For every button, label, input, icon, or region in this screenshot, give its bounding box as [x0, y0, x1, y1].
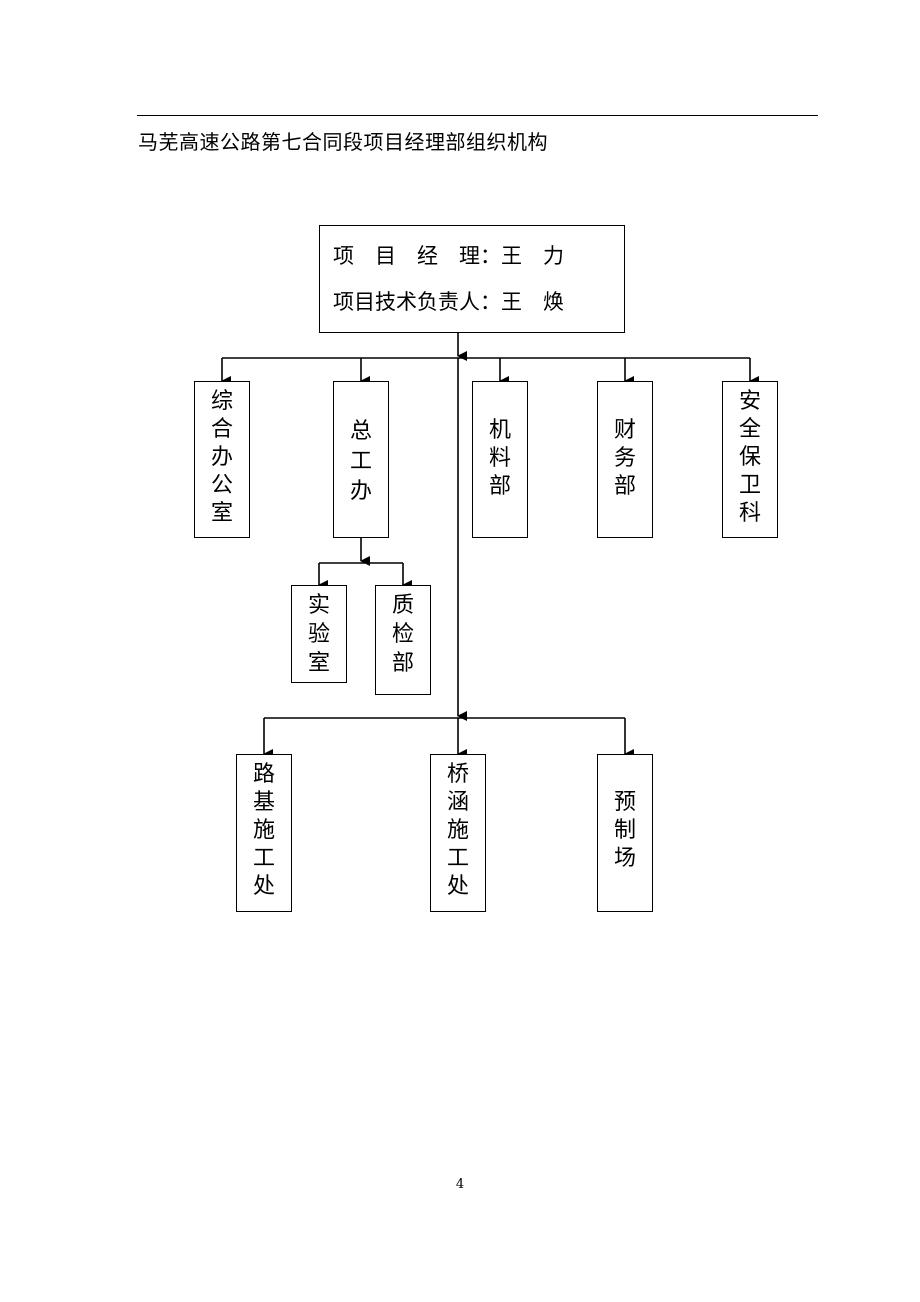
construction-box-prefab: 预 制 场	[597, 754, 653, 912]
technical-lead-line: 项目技术负责人：王 焕	[333, 290, 564, 314]
department-label-finance: 财 务 部	[613, 418, 636, 499]
construction-label-prefab: 预 制 场	[613, 790, 636, 871]
document-title: 马芜高速公路第七合同段项目经理部组织机构	[138, 130, 548, 154]
department-box-security: 安 全 保 卫 科	[722, 381, 778, 538]
department-box-machinery: 机 料 部	[472, 381, 528, 538]
department-box-chief-eng: 总 工 办	[333, 381, 389, 538]
page-number: 4	[455, 1177, 465, 1192]
project-manager-box: 项 目 经 理：王 力 项目技术负责人：王 焕	[319, 225, 625, 333]
department-label-machinery: 机 料 部	[488, 418, 511, 499]
department-box-finance: 财 务 部	[597, 381, 653, 538]
construction-box-roadbed: 路 基 施 工 处	[236, 754, 292, 912]
sub-department-label-lab: 实 验 室	[307, 593, 330, 676]
department-label-office: 综 合 办 公 室	[210, 389, 233, 526]
project-manager-line: 项 目 经 理：王 力	[333, 244, 564, 268]
sub-department-box-qc: 质 检 部	[375, 585, 431, 695]
header-rule	[137, 115, 818, 116]
department-box-office: 综 合 办 公 室	[194, 381, 250, 538]
construction-label-roadbed: 路 基 施 工 处	[252, 762, 275, 899]
construction-label-bridge: 桥 涵 施 工 处	[446, 762, 469, 899]
department-label-security: 安 全 保 卫 科	[738, 389, 761, 526]
sub-department-label-qc: 质 检 部	[391, 593, 414, 676]
sub-department-box-lab: 实 验 室	[291, 585, 347, 683]
department-label-chief-eng: 总 工 办	[349, 419, 372, 504]
construction-box-bridge: 桥 涵 施 工 处	[430, 754, 486, 912]
